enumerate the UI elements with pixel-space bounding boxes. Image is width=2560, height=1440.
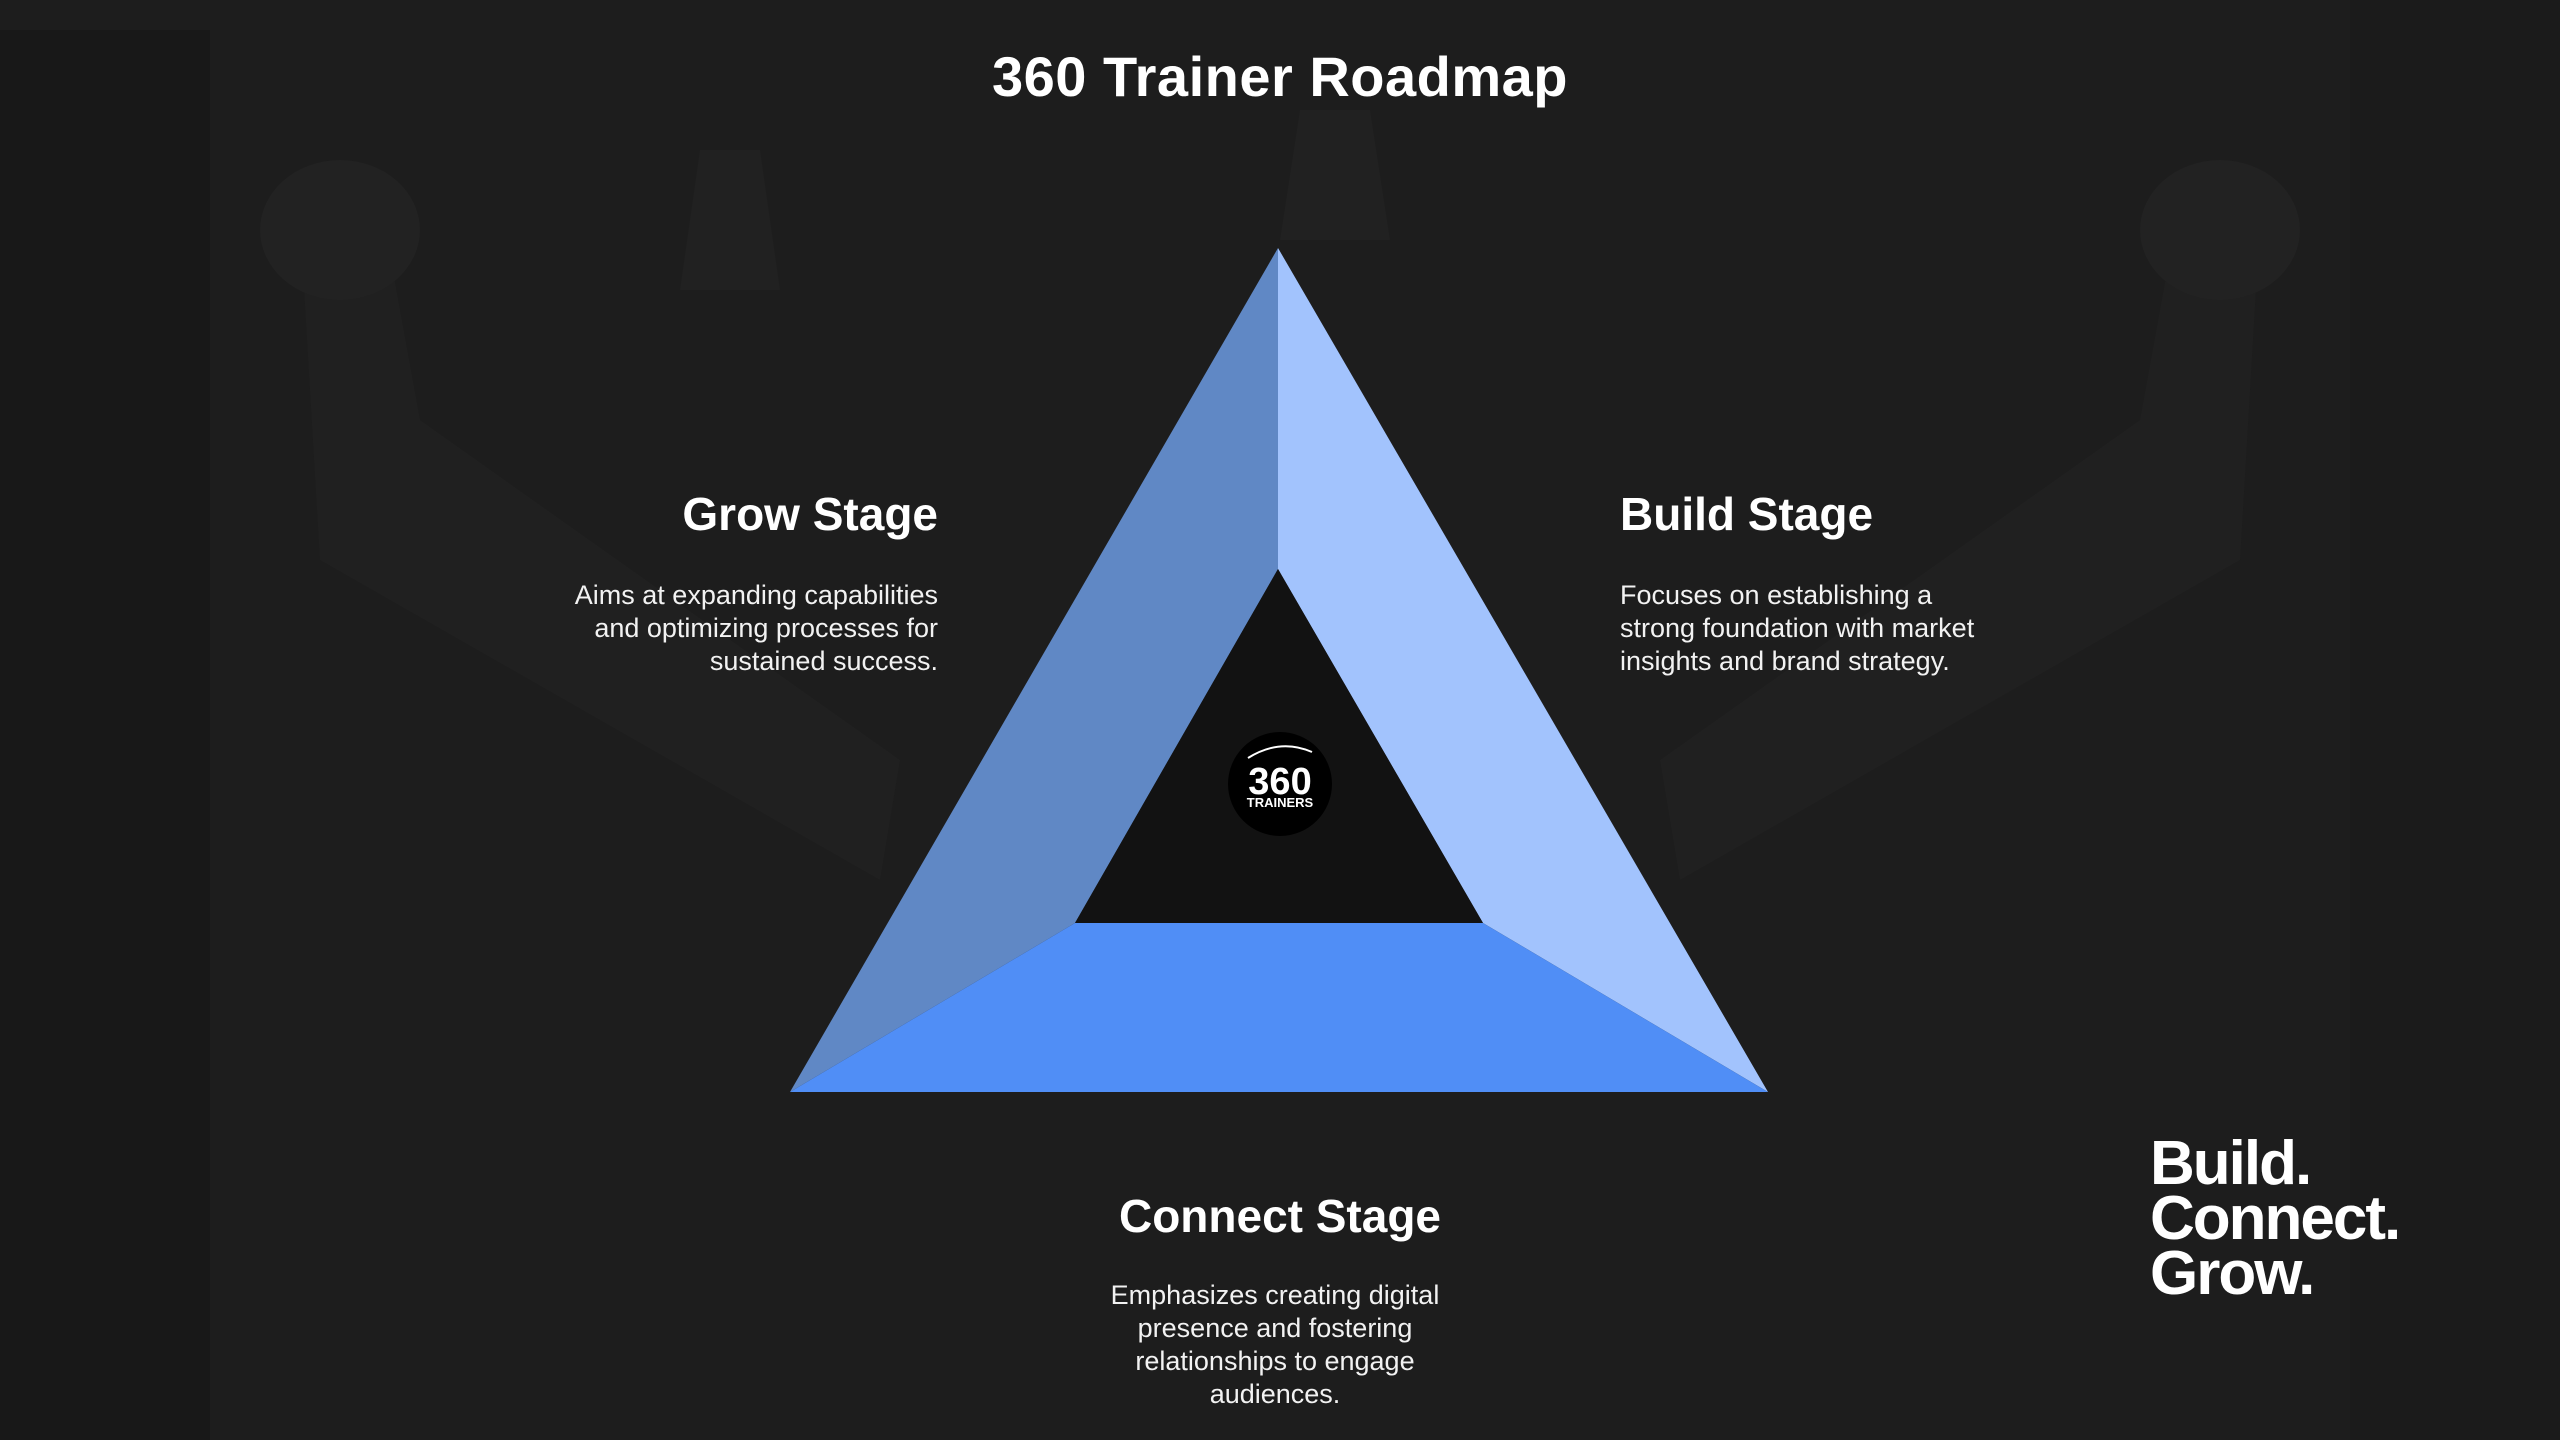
logo-number: 360 [1248,761,1311,803]
build-face[interactable] [1278,248,1768,1092]
grow-stage-heading: Grow Stage [682,488,938,540]
logo-word: TRAINERS [1247,795,1314,810]
connect-stage-description: Emphasizes creating digital presence and… [1110,1280,1440,1409]
connect-face[interactable] [790,923,1768,1092]
page-title: 360 Trainer Roadmap [992,45,1568,108]
connect-stage-heading: Connect Stage [1118,1190,1442,1242]
slogan-line-build: Build. [2150,1129,2312,1198]
logo-swoosh [1247,745,1313,759]
grow-face[interactable] [790,248,1278,1092]
grow-stage-description: Aims at expanding capabilities and optim… [574,580,938,676]
logo-circle [1228,732,1332,836]
build-stage-heading: Build Stage [1620,488,1874,540]
slogan-line-connect: Connect. [2150,1184,2401,1253]
slogan-line-grow: Grow. [2150,1239,2315,1308]
slogan: Build. Connect. Grow. [2150,1129,2401,1308]
logo-badge: 360 TRAINERS [1228,732,1332,836]
build-stage-description: Focuses on establishing a strong foundat… [1620,580,1975,676]
